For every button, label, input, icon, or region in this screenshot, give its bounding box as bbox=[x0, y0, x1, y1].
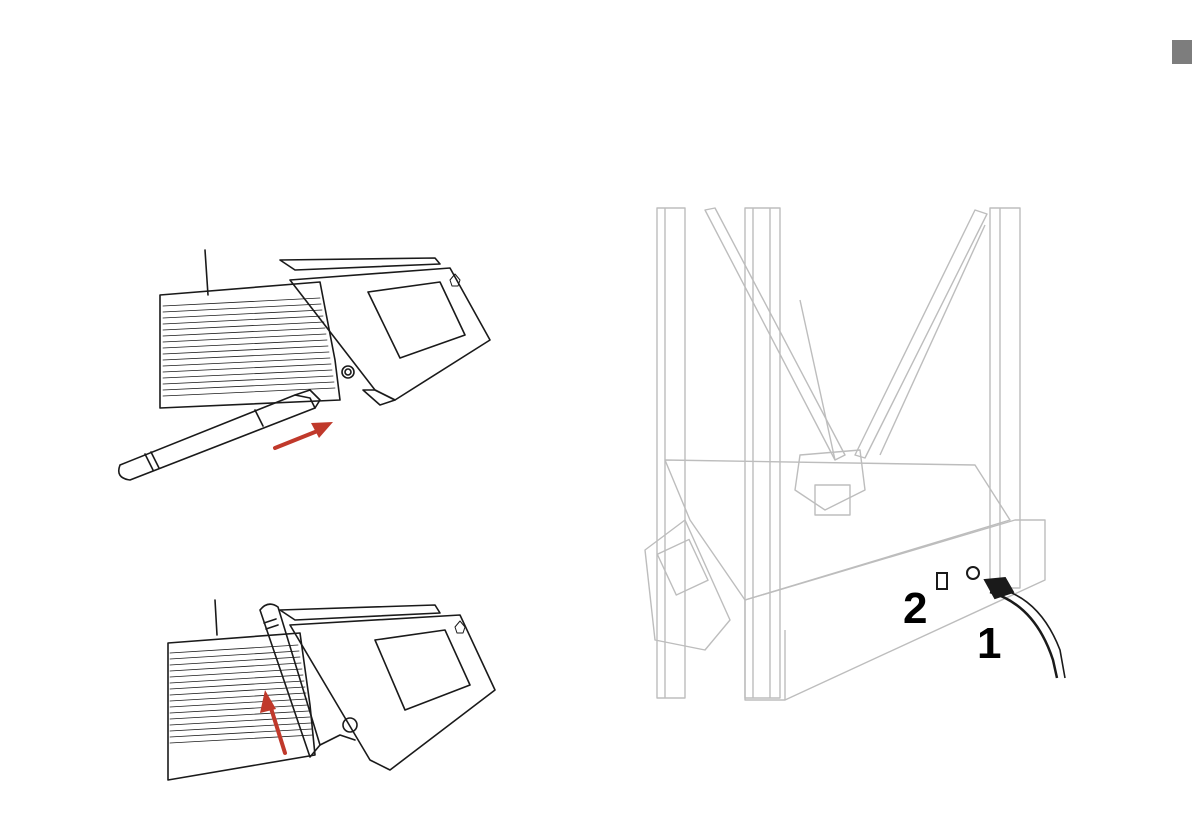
antenna bbox=[260, 604, 320, 757]
print-bed bbox=[665, 460, 1010, 600]
step-number-2: 2 bbox=[903, 584, 927, 633]
top-rail bbox=[280, 258, 440, 270]
frame-column-right bbox=[990, 208, 1020, 588]
frame-column-left bbox=[657, 208, 685, 698]
red-arrow-up-icon bbox=[260, 690, 285, 753]
antenna-port bbox=[342, 366, 354, 378]
antenna-insert-illustration bbox=[105, 240, 505, 490]
touch-screen bbox=[375, 630, 470, 710]
power-switch bbox=[937, 573, 947, 589]
heatsink-fins bbox=[170, 645, 313, 743]
antenna bbox=[119, 395, 315, 480]
antenna-raise-illustration bbox=[160, 595, 510, 795]
red-arrow-right-icon bbox=[275, 422, 333, 448]
heatsink-fins bbox=[163, 298, 335, 396]
touch-screen bbox=[368, 282, 465, 358]
printer-rear-illustration: 2 1 bbox=[635, 200, 1075, 710]
step-number-1: 1 bbox=[977, 619, 1001, 668]
page-tab-marker bbox=[1172, 40, 1192, 64]
power-socket bbox=[967, 567, 979, 579]
frame-column-middle bbox=[745, 208, 780, 698]
print-head bbox=[795, 450, 865, 510]
